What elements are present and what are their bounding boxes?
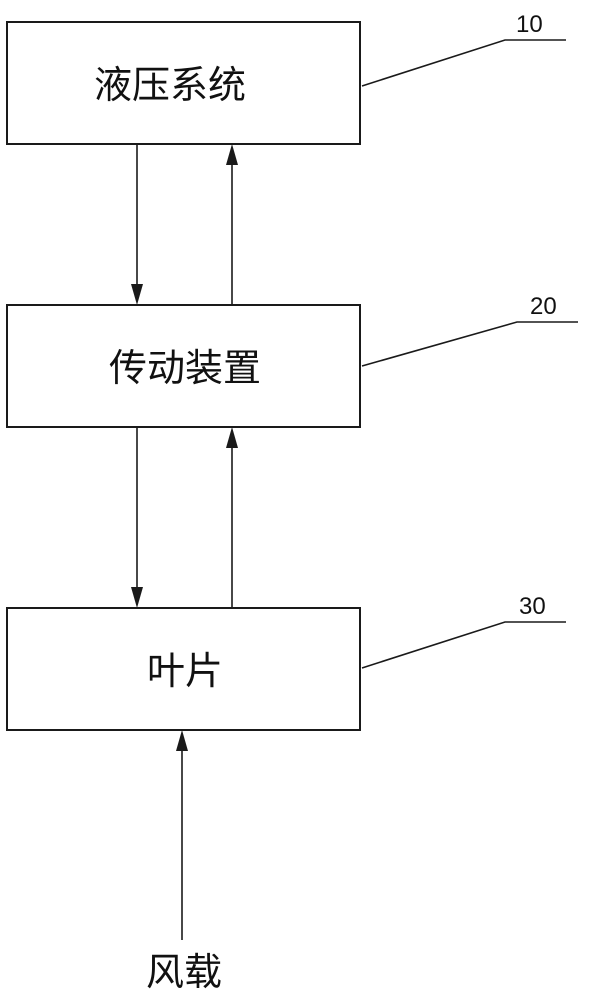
arrow-blade-to-transmission (226, 427, 238, 608)
arrow-head (226, 427, 238, 448)
ref-number-20: 20 (530, 293, 557, 320)
ref-leader-20 (361, 321, 578, 367)
ref-callout-10: 10 (361, 11, 566, 87)
arrow-head (131, 284, 143, 305)
blade-label: 叶片 (147, 649, 223, 693)
transmission-box (6, 304, 361, 428)
ref-leader-30 (361, 621, 566, 669)
ref-callout-30: 30 (361, 593, 566, 669)
arrow-head (131, 587, 143, 608)
arrow-head (226, 144, 238, 165)
arrow-transmission-to-blade (131, 427, 143, 608)
wind-load-label: 风载 (146, 950, 222, 994)
ref-number-10: 10 (516, 11, 543, 38)
arrow-wind-load-to-blade (176, 730, 188, 940)
hydraulic-system-label: 液压系统 (94, 63, 246, 107)
transmission-label: 传动装置 (109, 346, 261, 390)
arrow-transmission-to-hydraulic (226, 144, 238, 305)
hydraulic-system-box (6, 21, 361, 145)
ref-number-30: 30 (519, 593, 546, 620)
ref-leader-10 (361, 39, 566, 87)
arrow-head (176, 730, 188, 751)
ref-callout-20: 20 (361, 293, 578, 367)
arrow-hydraulic-to-transmission (131, 144, 143, 305)
blade-box (6, 607, 361, 731)
